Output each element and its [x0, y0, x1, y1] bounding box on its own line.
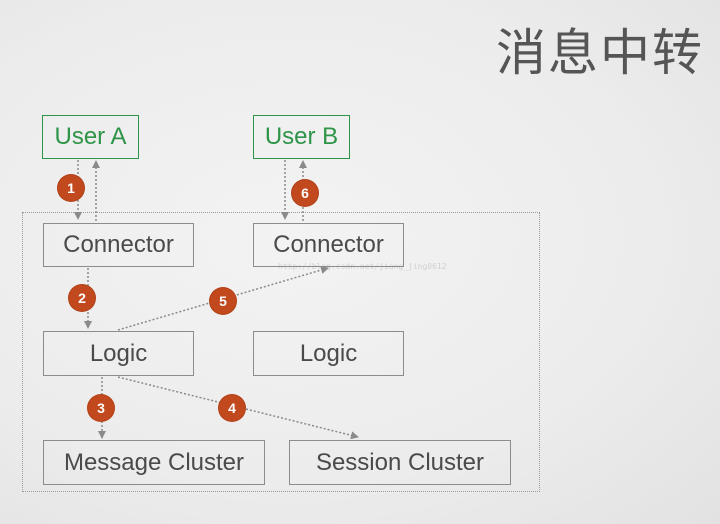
message-cluster-box: Message Cluster	[43, 440, 265, 485]
session-cluster-box: Session Cluster	[289, 440, 511, 485]
user-b-box: User B	[253, 115, 350, 159]
connector-left-box: Connector	[43, 223, 194, 267]
page-title: 消息中转	[496, 24, 704, 82]
step-badge-2: 2	[69, 285, 95, 311]
step-badge-6: 6	[292, 180, 318, 206]
step-badge-4: 4	[219, 395, 245, 421]
logic-right-box: Logic	[253, 331, 404, 376]
user-a-box: User A	[42, 115, 139, 159]
arrow-logic-to-session-cluster	[117, 376, 359, 440]
logic-left-box: Logic	[43, 331, 194, 376]
step-badge-3: 3	[88, 395, 114, 421]
step-badge-5: 5	[210, 288, 236, 314]
step-badge-1: 1	[58, 175, 84, 201]
connector-right-box: Connector	[253, 223, 404, 267]
